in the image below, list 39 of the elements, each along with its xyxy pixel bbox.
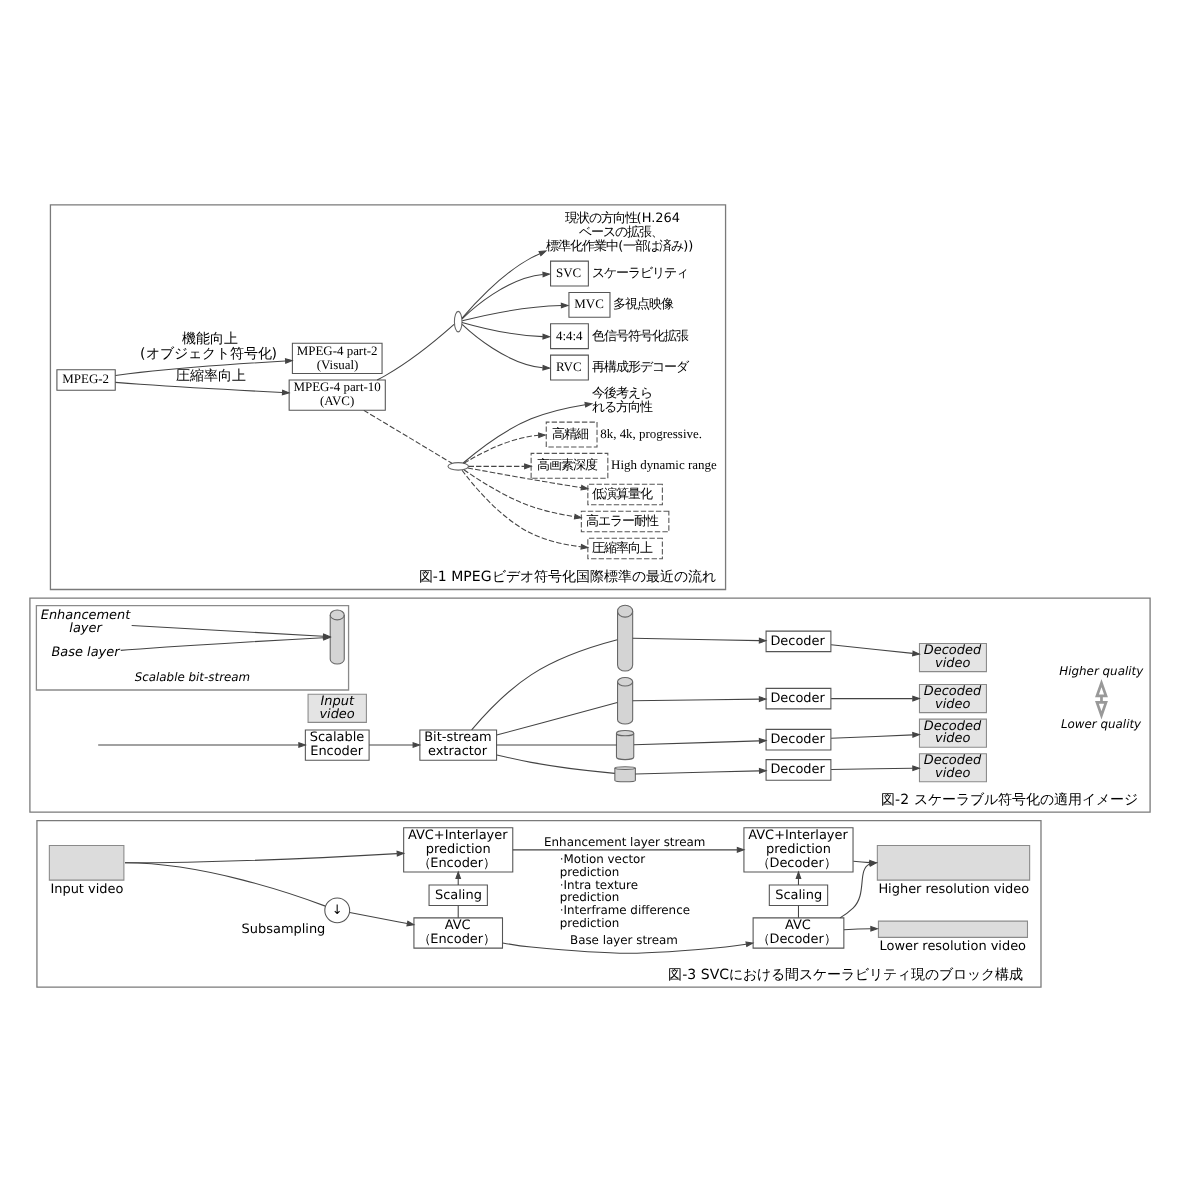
arrow <box>502 940 755 953</box>
node-ellipse <box>447 461 470 470</box>
connector <box>797 904 799 918</box>
node-ellipse <box>453 309 463 332</box>
arrow <box>830 694 921 701</box>
arrow <box>633 736 768 745</box>
arrow <box>512 845 746 852</box>
arrow <box>830 643 921 656</box>
arrow <box>463 468 583 519</box>
arrow <box>461 270 552 319</box>
arrow <box>634 766 768 774</box>
arrow <box>124 849 406 863</box>
arrow <box>461 468 590 549</box>
arrow <box>467 466 590 490</box>
connector <box>124 861 326 906</box>
arrow <box>461 301 570 321</box>
connector <box>363 408 453 463</box>
arrow <box>462 400 594 463</box>
arrow <box>461 322 552 370</box>
connector <box>471 638 618 730</box>
arrow <box>461 320 552 339</box>
arrow <box>114 380 291 395</box>
arrow <box>468 462 533 469</box>
arrow <box>632 636 768 643</box>
arrow <box>368 741 422 748</box>
arrow <box>843 924 879 931</box>
arrow <box>463 431 547 463</box>
arrow <box>461 249 548 318</box>
arrow <box>97 741 307 748</box>
connector <box>457 904 459 918</box>
connector <box>496 743 617 745</box>
connector <box>496 701 618 735</box>
arrow <box>830 730 921 738</box>
arrow <box>830 764 921 771</box>
arrow <box>114 357 294 376</box>
arrow <box>349 910 416 926</box>
connector <box>376 322 455 380</box>
arrow <box>632 695 768 702</box>
connector <box>496 753 616 773</box>
